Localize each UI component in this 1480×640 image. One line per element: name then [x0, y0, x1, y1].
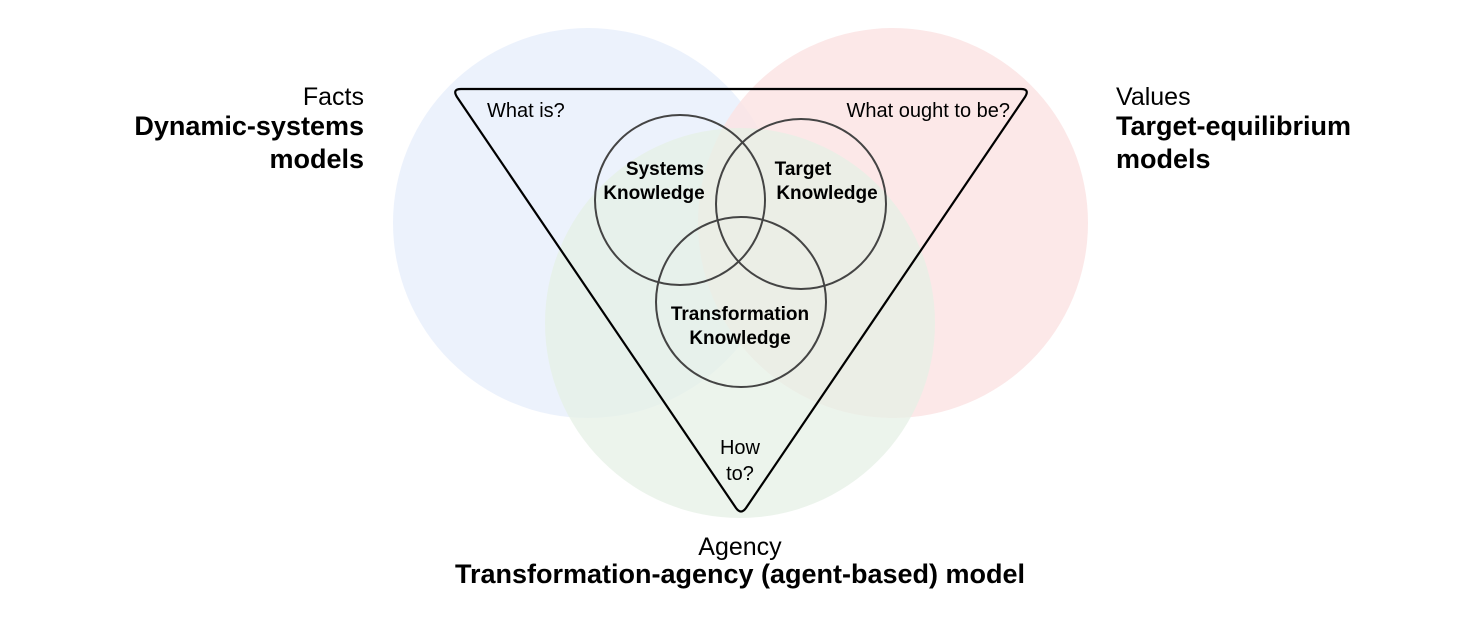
agency-model: Transformation-agency (agent-based) mode…: [455, 559, 1025, 589]
how-to-question-line1: How: [720, 437, 761, 459]
values-model-line2: models: [1116, 144, 1211, 174]
values-label: Values: [1116, 83, 1191, 111]
target-knowledge-line1: Target: [775, 159, 832, 180]
systems-knowledge-line2: Knowledge: [603, 183, 704, 204]
facts-model-line1: Dynamic-systems: [134, 111, 364, 141]
what-is-question: What is?: [487, 100, 565, 122]
how-to-question-line2: to?: [726, 463, 754, 485]
agency-circle: [545, 128, 935, 518]
transformation-knowledge-circle: [655, 216, 827, 388]
facts-label: Facts: [303, 83, 364, 111]
agency-label: Agency: [698, 533, 782, 561]
transformation-knowledge-line2: Knowledge: [689, 328, 790, 349]
target-knowledge-line2: Knowledge: [776, 183, 877, 204]
transformation-knowledge-line1: Transformation: [671, 304, 809, 325]
values-model-line1: Target-equilibrium: [1116, 111, 1351, 141]
inquiry-triangle: [454, 87, 1028, 513]
systems-knowledge-line1: Systems: [626, 159, 704, 180]
what-ought-question: What ought to be?: [847, 100, 1010, 122]
facts-model-line2: models: [269, 144, 364, 174]
target-knowledge-circle: [715, 118, 887, 290]
systems-knowledge-circle: [594, 114, 766, 286]
